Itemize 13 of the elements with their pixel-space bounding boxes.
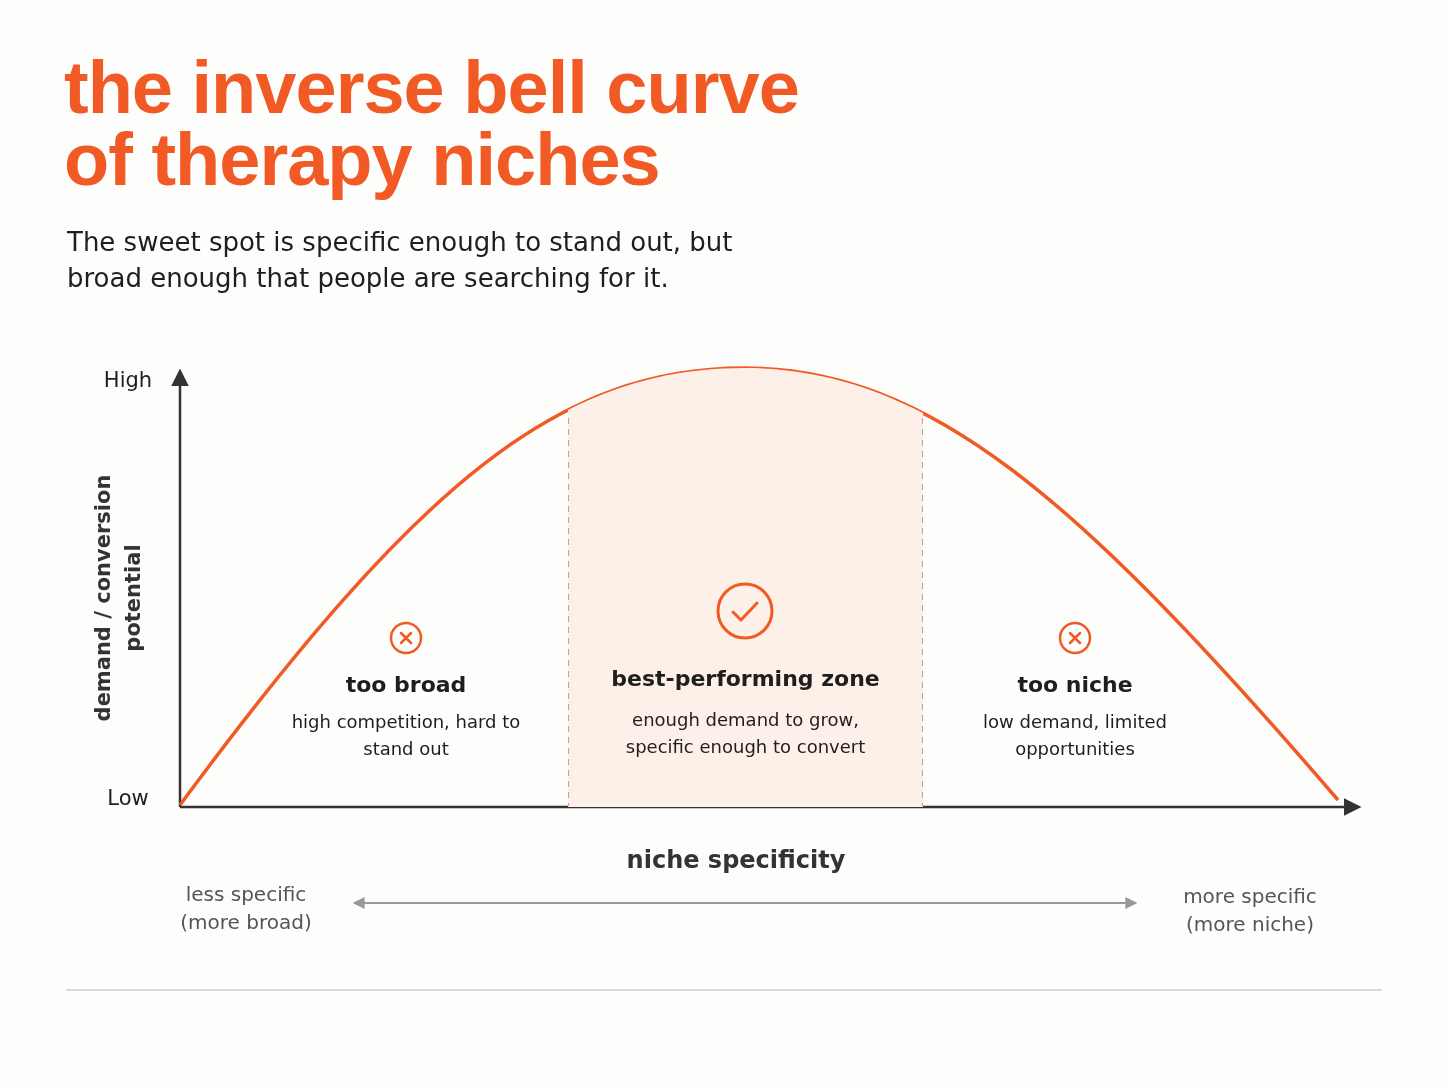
axis-label: High <box>102 368 154 392</box>
zone-description: enough demand to grow, specific enough to convert <box>624 708 867 759</box>
zone-heading: best-performing zone <box>610 666 881 691</box>
axis-title: demand / conversion potential <box>90 473 146 724</box>
zone-description: high competition, hard to stand out <box>290 710 522 761</box>
end-label: less specific (more broad) <box>179 881 313 936</box>
axis-title: niche specificity <box>625 846 847 874</box>
zone-description: low demand, limited opportunities <box>982 710 1168 761</box>
end-label: more specific (more niche) <box>1182 883 1318 938</box>
subtitle: The sweet spot is specific enough to stand out, but broad enough that people are searching for it. <box>67 226 734 295</box>
zone-heading: too broad <box>344 672 468 697</box>
zone-heading: too niche <box>1016 672 1134 697</box>
axis-label: Low <box>106 786 150 810</box>
